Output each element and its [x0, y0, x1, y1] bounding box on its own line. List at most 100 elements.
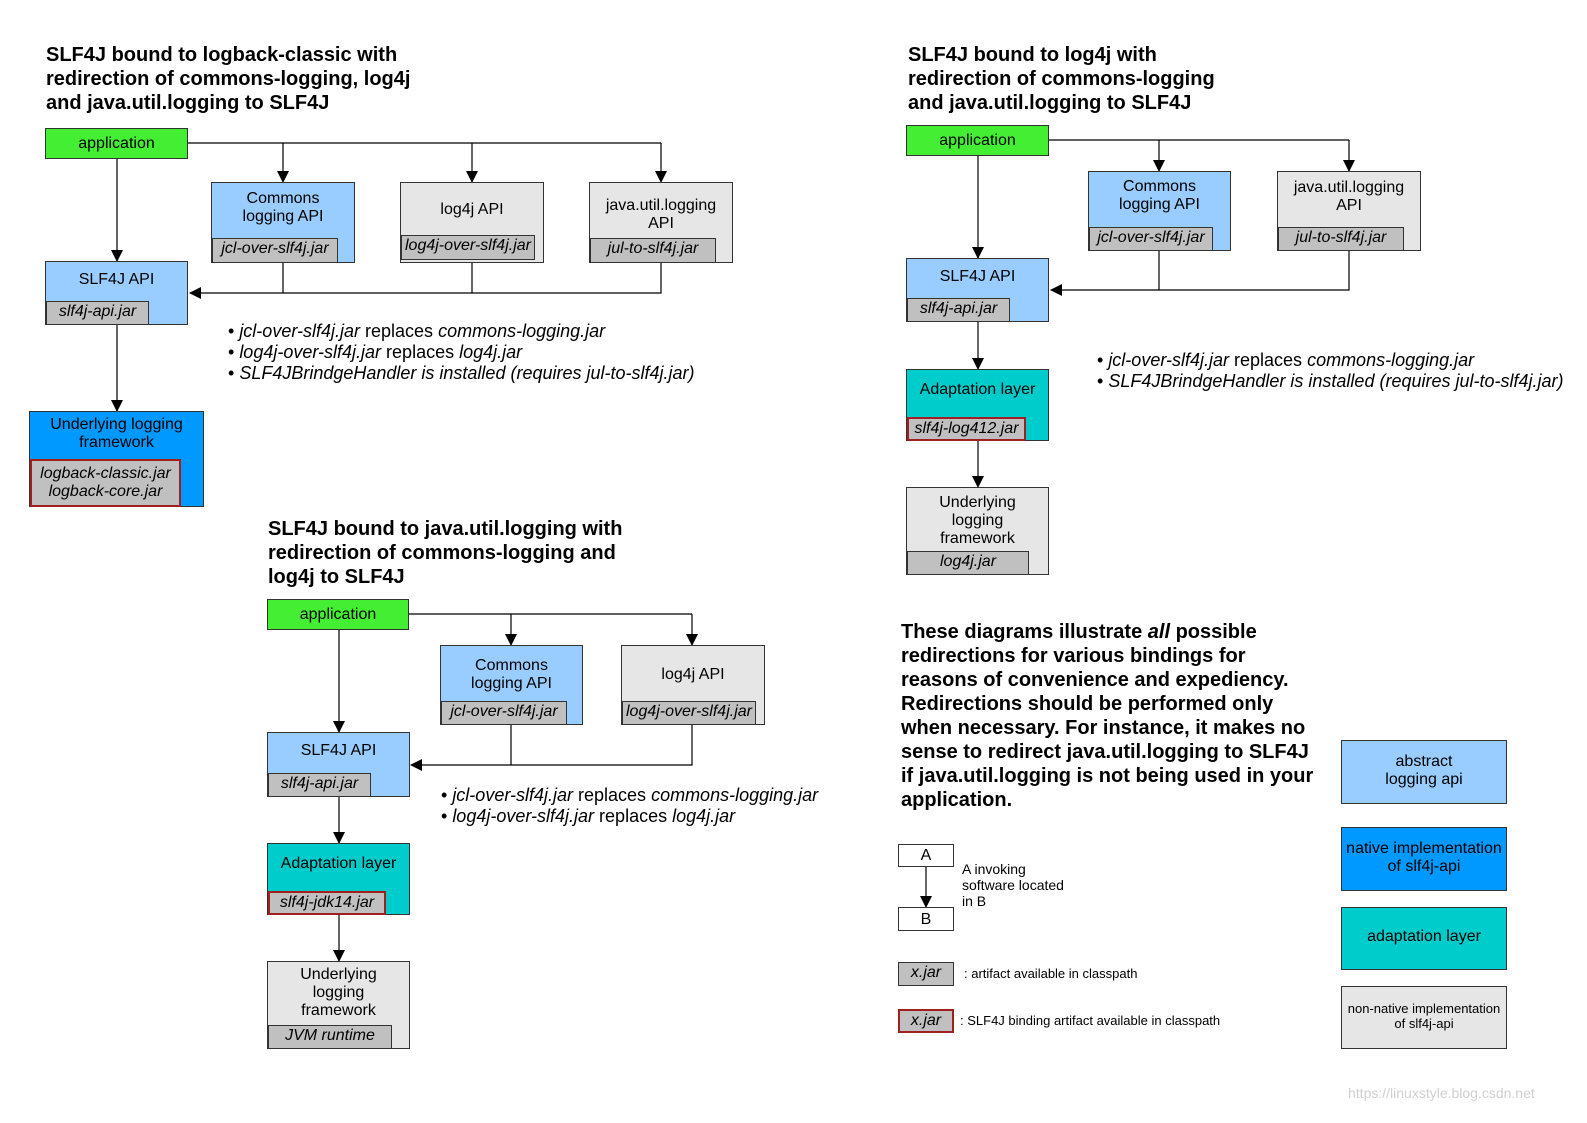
- d2-underlying-line: Underlying: [939, 494, 1016, 511]
- explanation-text: These diagrams illustrate all possible r…: [901, 620, 1321, 812]
- legend-native-line: native implementation: [1346, 840, 1502, 857]
- diagram3-title-line: SLF4J bound to java.util.logging with: [268, 518, 623, 540]
- explanation-emphasis: all: [1147, 621, 1171, 643]
- d2-underlying-line: logging: [951, 512, 1004, 529]
- d2-adaptation-label: Adaptation layer: [919, 381, 1036, 398]
- d2-commons-label-line: Commons: [1123, 178, 1196, 195]
- d2-application-label: application: [939, 132, 1016, 149]
- legend-nonnative-label: non-native implementation of slf4j-api: [1342, 1001, 1506, 1031]
- d3-log4j-api-box: log4j API log4j-over-slf4j.jar: [621, 645, 765, 725]
- legend-box-b: B: [898, 907, 954, 931]
- d2-jul-label-line: java.util.logging: [1293, 179, 1405, 196]
- legend-abstract-label: abstract logging api: [1342, 753, 1506, 789]
- legend-box-a: A: [898, 844, 954, 867]
- legend-invoking-text: A invoking software located in B: [962, 861, 1064, 909]
- diagram2-title-line: SLF4J bound to log4j with: [908, 44, 1157, 66]
- note-jar: log4j-over-slf4j.jar: [239, 342, 382, 362]
- d2-slf4j-api-box: SLF4J API slf4j-api.jar: [906, 258, 1049, 322]
- d3-jvm-runtime: JVM runtime: [268, 1025, 392, 1049]
- d1-commons-label-line: Commons: [246, 190, 320, 207]
- d1-log4j-label: log4j API: [440, 201, 504, 218]
- note-mid: replaces: [381, 342, 460, 362]
- diagram2-title-line: and java.util.logging to SLF4J: [908, 92, 1192, 114]
- d3-jcl-jar: jcl-over-slf4j.jar: [441, 701, 567, 725]
- d3-underlying-box: Underlying logging framework JVM runtime: [267, 961, 410, 1049]
- legend-adaptation-label: adaptation layer: [1367, 928, 1481, 945]
- d2-log4j-jar: log4j.jar: [907, 551, 1029, 575]
- d3-jdk14-binding-jar: slf4j-jdk14.jar: [268, 891, 386, 915]
- d1-jul-label: java.util.logging API: [590, 197, 732, 233]
- d2-note: • jcl-over-slf4j.jar replaces commons-lo…: [1097, 350, 1475, 370]
- d3-application-box: application: [267, 599, 409, 630]
- legend-jar-text: : artifact available in classpath: [964, 966, 1138, 981]
- legend-abstract-line: abstract: [1395, 753, 1453, 770]
- note-mid: replaces: [1229, 350, 1308, 370]
- d2-application-box: application: [906, 125, 1049, 156]
- diagram3-title-line: log4j to SLF4J: [268, 566, 405, 588]
- d2-jul-label-line: API: [1336, 197, 1362, 214]
- note-jar: jcl-over-slf4j.jar: [1108, 350, 1230, 370]
- d2-underlying-line: framework: [940, 530, 1015, 547]
- legend-adaptation-layer: adaptation layer: [1341, 907, 1507, 970]
- d1-slf4j-jar: slf4j-api.jar: [46, 301, 149, 325]
- note-mid: replaces: [573, 785, 652, 805]
- d1-slf4j-label: SLF4J API: [78, 271, 155, 288]
- legend-b-label: B: [920, 911, 932, 928]
- d1-commons-logging-box: Commons logging API jcl-over-slf4j.jar: [211, 182, 355, 263]
- d1-logback-core-jar: logback-core.jar: [48, 483, 163, 500]
- d1-jul-jar: jul-to-slf4j.jar: [590, 238, 716, 263]
- d3-slf4j-jar: slf4j-api.jar: [268, 773, 371, 797]
- d3-note: • log4j-over-slf4j.jar replaces log4j.ja…: [441, 806, 736, 826]
- note-target: commons-logging.jar: [651, 785, 819, 805]
- d1-slf4j-api-box: SLF4J API slf4j-api.jar: [45, 261, 188, 325]
- d1-note: • log4j-over-slf4j.jar replaces log4j.ja…: [228, 342, 523, 362]
- explanation-part: These diagrams illustrate: [901, 621, 1148, 643]
- legend-native-impl: native implementation of slf4j-api: [1341, 827, 1507, 891]
- d3-underlying-label: Underlying logging framework: [268, 966, 409, 1020]
- d2-commons-label-line: logging API: [1119, 196, 1200, 213]
- note-text: SLF4JBrindgeHandler is installed (requir…: [1108, 371, 1564, 391]
- diagram3-title-line: redirection of commons-logging and: [268, 542, 616, 564]
- note-target: log4j.jar: [672, 806, 736, 826]
- note-mid: replaces: [594, 806, 673, 826]
- d1-note: • SLF4JBrindgeHandler is installed (requ…: [228, 363, 695, 383]
- d3-commons-label: Commons logging API: [441, 657, 582, 693]
- d1-application-box: application: [45, 128, 188, 159]
- d3-slf4j-api-box: SLF4J API slf4j-api.jar: [267, 732, 410, 797]
- note-target: commons-logging.jar: [1307, 350, 1475, 370]
- d3-commons-label-line: Commons: [475, 657, 548, 674]
- diagram2-title: SLF4J bound to log4j with redirection of…: [908, 43, 1215, 115]
- note-mid: replaces: [360, 321, 439, 341]
- diagram1-title: SLF4J bound to logback-classic with redi…: [46, 43, 410, 115]
- d1-commons-label-line: logging API: [242, 208, 324, 225]
- d1-notes: • jcl-over-slf4j.jar replaces commons-lo…: [228, 321, 695, 384]
- d1-log4j-jar: log4j-over-slf4j.jar: [401, 235, 535, 260]
- d1-jul-api-box: java.util.logging API jul-to-slf4j.jar: [589, 182, 733, 263]
- legend-native-line: of slf4j-api: [1387, 858, 1461, 875]
- d3-commons-label-line: logging API: [471, 675, 552, 692]
- d2-slf4j-label: SLF4J API: [939, 268, 1016, 285]
- watermark: https://linuxstyle.blog.csdn.net: [1348, 1085, 1535, 1101]
- d2-jul-jar: jul-to-slf4j.jar: [1278, 227, 1404, 251]
- d2-notes: • jcl-over-slf4j.jar replaces commons-lo…: [1097, 350, 1564, 392]
- note-jar: jcl-over-slf4j.jar: [452, 785, 574, 805]
- diagram2-title-line: redirection of commons-logging: [908, 68, 1215, 90]
- d3-slf4j-label: SLF4J API: [300, 742, 377, 759]
- d2-jul-label: java.util.logging API: [1278, 179, 1420, 215]
- diagram1-title-line: SLF4J bound to logback-classic with: [46, 44, 398, 66]
- d2-commons-logging-box: Commons logging API jcl-over-slf4j.jar: [1088, 171, 1231, 251]
- note-target: commons-logging.jar: [438, 321, 606, 341]
- note-jar: log4j-over-slf4j.jar: [452, 806, 595, 826]
- d3-underlying-line: framework: [301, 1002, 376, 1019]
- d1-jul-label-line: java.util.logging: [605, 197, 717, 214]
- note-jar: jcl-over-slf4j.jar: [239, 321, 361, 341]
- diagram3-title: SLF4J bound to java.util.logging with re…: [268, 517, 622, 589]
- d1-jul-label-line: API: [648, 215, 674, 232]
- d1-application-label: application: [78, 135, 155, 152]
- d1-jcl-jar: jcl-over-slf4j.jar: [212, 238, 338, 263]
- d1-logback-jars: logback-classic.jar logback-core.jar: [30, 459, 181, 507]
- d3-log4j-jar: log4j-over-slf4j.jar: [622, 701, 756, 725]
- legend-abstract-api: abstract logging api: [1341, 740, 1507, 804]
- d3-notes: • jcl-over-slf4j.jar replaces commons-lo…: [441, 785, 818, 827]
